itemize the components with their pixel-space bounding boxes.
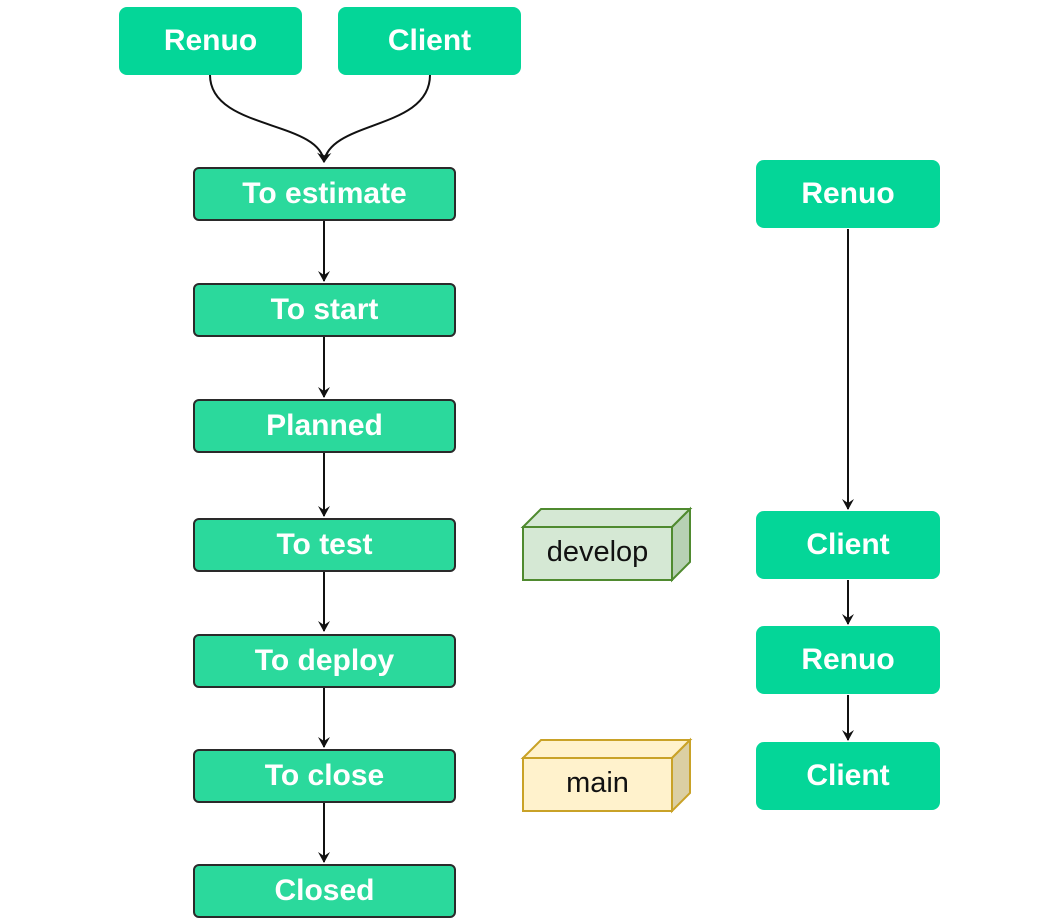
status-to-test: To test <box>193 518 456 572</box>
status-to-start: To start <box>193 283 456 337</box>
branch-main-box <box>520 737 693 814</box>
status-to-close: To close <box>193 749 456 803</box>
branch-develop-label: develop <box>546 536 649 568</box>
arrow-renuo-to-estimate <box>209 74 329 163</box>
branch-main-label: main <box>566 767 629 799</box>
right-role-client-1: Client <box>756 511 940 579</box>
branch-develop-box <box>520 506 693 583</box>
status-to-estimate: To estimate <box>193 167 456 221</box>
status-to-deploy: To deploy <box>193 634 456 688</box>
right-role-client-2: Client <box>756 742 940 810</box>
status-planned: Planned <box>193 399 456 453</box>
right-role-renuo-2: Renuo <box>756 626 940 694</box>
status-closed: Closed <box>193 864 456 918</box>
right-role-renuo-1: Renuo <box>756 160 940 228</box>
top-role-client: Client <box>338 7 521 75</box>
arrow-client-to-estimate <box>319 74 431 163</box>
top-role-renuo: Renuo <box>119 7 302 75</box>
